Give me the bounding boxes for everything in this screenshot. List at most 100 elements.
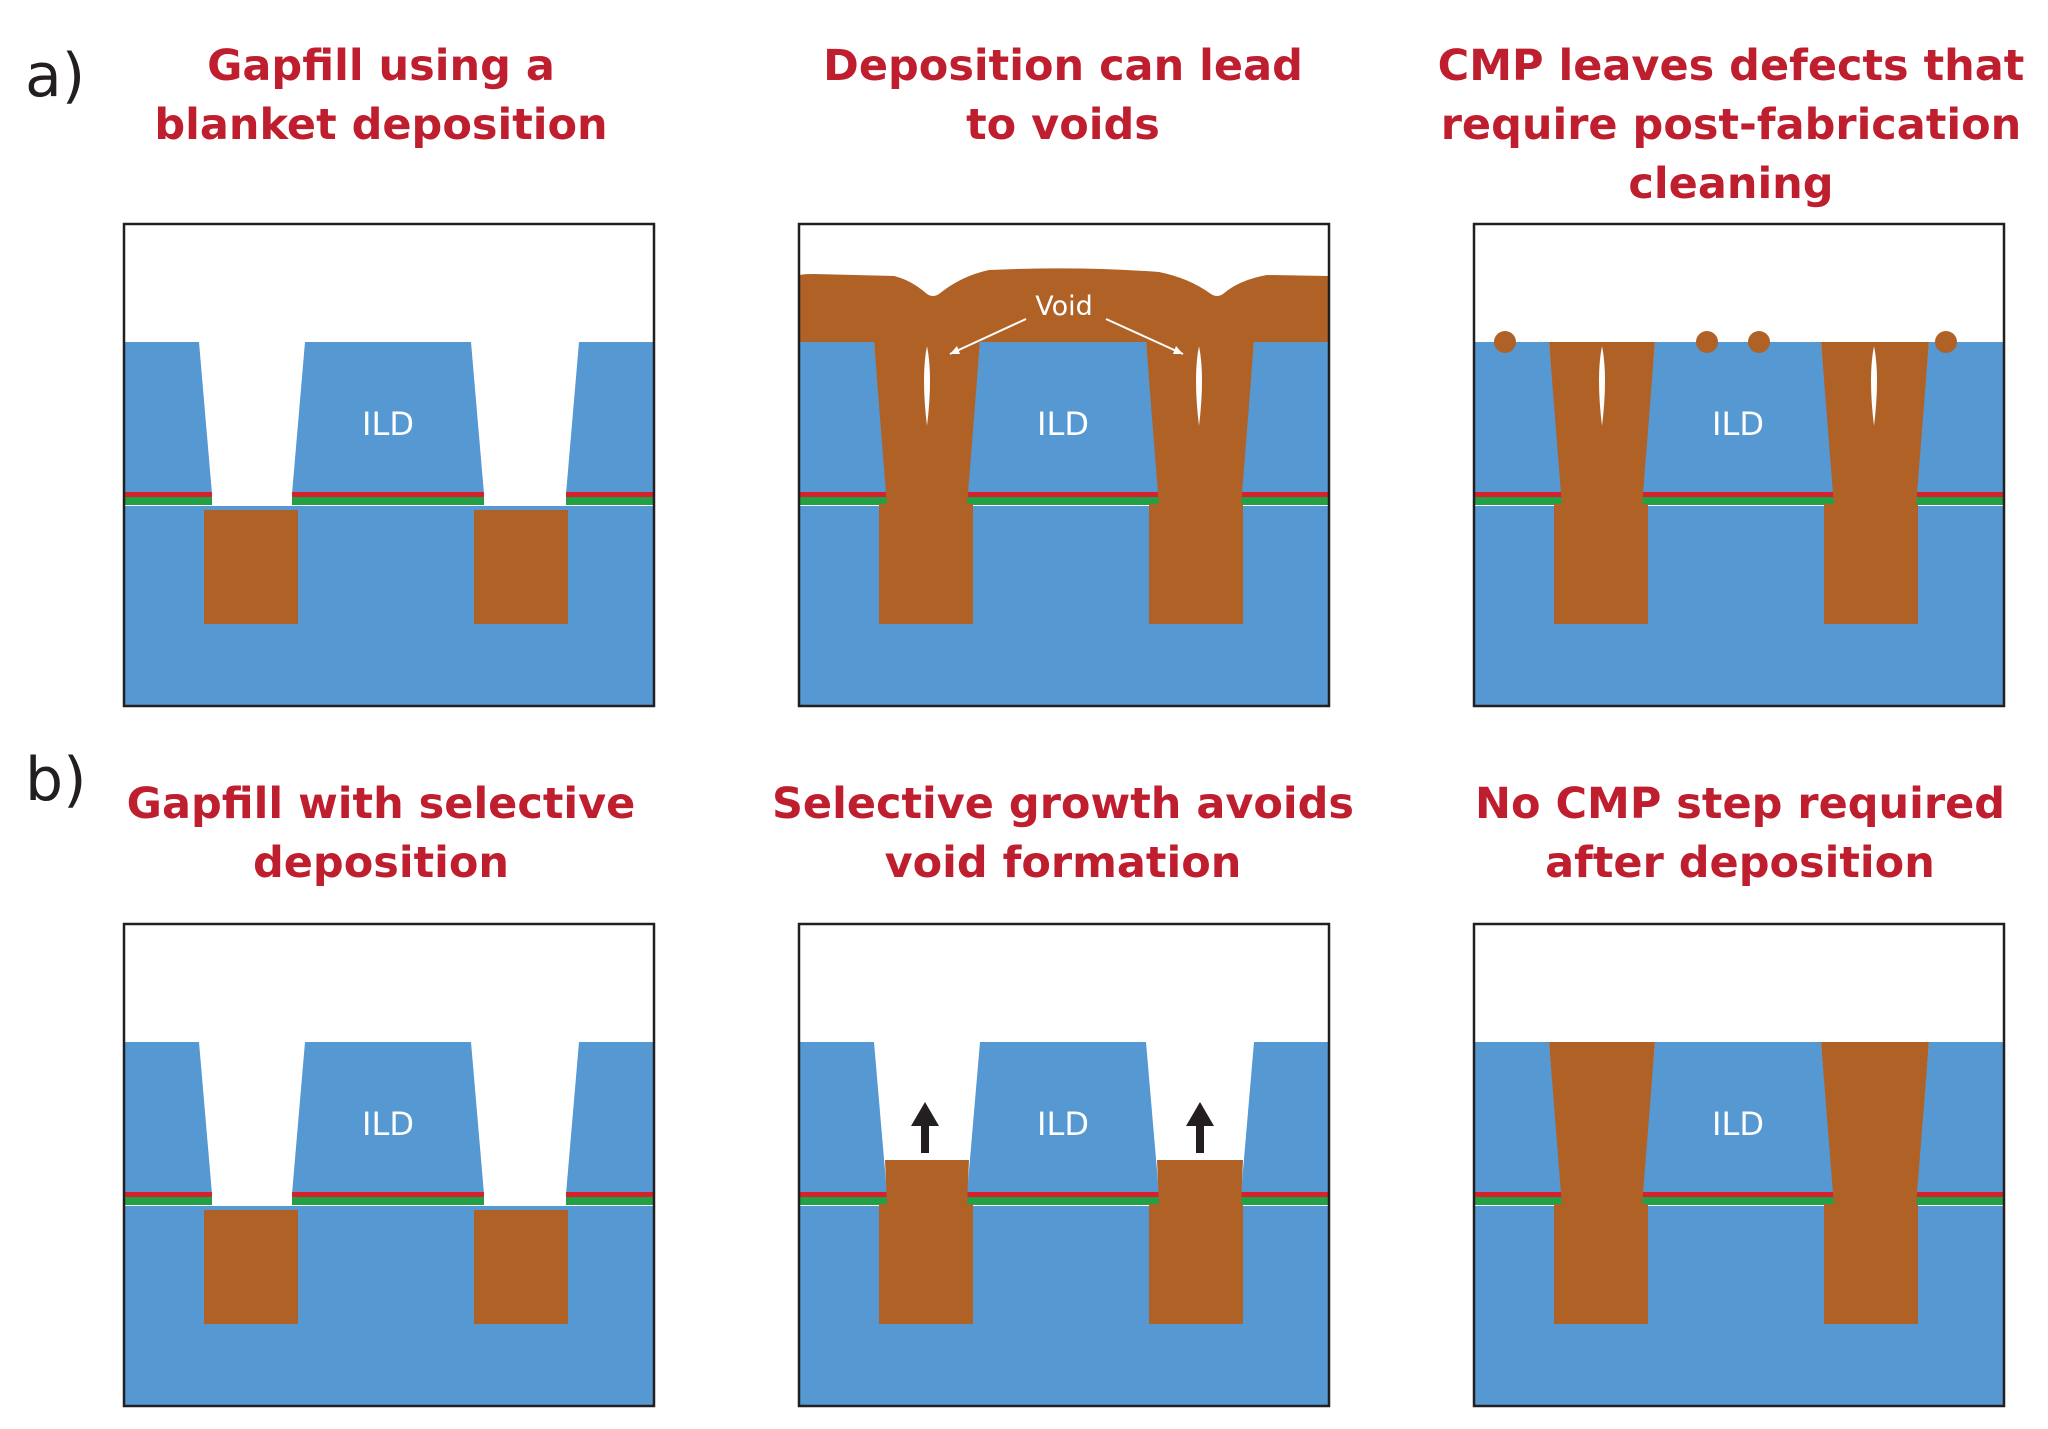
lower-ild-layer <box>124 506 654 706</box>
svg-text:Selective growth avoids: Selective growth avoids <box>772 779 1354 829</box>
metal-line <box>1149 504 1243 624</box>
panel-b3: ILD <box>1472 922 2006 1408</box>
red-barrier-layer <box>1916 492 2004 497</box>
red-barrier-layer <box>566 1192 654 1197</box>
ild-block <box>124 1042 212 1194</box>
ild-label: ILD <box>1037 405 1089 443</box>
green-barrier-layer <box>1916 1197 2004 1205</box>
green-barrier-layer <box>1241 497 1329 505</box>
up-arrow-icon <box>1186 1102 1214 1153</box>
svg-text:to voids: to voids <box>966 100 1160 150</box>
lower-ild-layer <box>799 1206 1329 1406</box>
ild-label: ILD <box>1712 405 1764 443</box>
ild-block <box>1642 1042 1834 1194</box>
panel-a1: ILD <box>122 222 656 708</box>
ild-block <box>799 1042 887 1194</box>
ild-block <box>1916 342 2004 494</box>
ild-block <box>1916 1042 2004 1194</box>
red-barrier-layer <box>1474 1192 1562 1197</box>
green-barrier-layer <box>124 497 212 505</box>
via-fill <box>1549 1042 1655 1206</box>
panel-frame <box>122 922 656 1408</box>
ild-block <box>967 1042 1159 1194</box>
metal-line <box>474 1210 568 1324</box>
svg-text:require post-fabrication: require post-fabrication <box>1441 100 2022 150</box>
red-barrier-layer <box>1474 492 1562 497</box>
ild-block <box>1241 1042 1329 1194</box>
green-barrier-layer <box>566 497 654 505</box>
svg-text:void formation: void formation <box>885 838 1242 888</box>
panel-title-a1: Gapfill using a blanket deposition <box>154 41 607 150</box>
void-arrow <box>949 318 1027 355</box>
metal-line <box>204 510 298 624</box>
red-barrier-layer <box>1241 492 1329 497</box>
panel-title-b2: Selective growth avoids void formation <box>772 779 1354 888</box>
green-barrier-layer <box>1642 497 1834 505</box>
red-barrier-layer <box>124 492 212 497</box>
void-arrow <box>1105 318 1184 355</box>
void <box>1871 346 1877 426</box>
metal-line <box>879 504 973 624</box>
panel-title-a3: CMP leaves defects that require post-fab… <box>1438 41 2025 209</box>
partial-via-fill <box>885 1160 969 1206</box>
panel-frame <box>122 222 656 708</box>
ild-block <box>292 342 484 494</box>
metal-line <box>1149 1204 1243 1324</box>
void <box>1196 346 1202 426</box>
red-barrier-layer <box>799 492 887 497</box>
svg-text:deposition: deposition <box>253 838 509 888</box>
red-barrier-layer <box>799 1192 887 1197</box>
ild-label: ILD <box>1712 1105 1764 1143</box>
green-barrier-layer <box>566 1197 654 1205</box>
svg-text:Gapfill using a: Gapfill using a <box>207 41 555 91</box>
panel-frame <box>797 222 1331 708</box>
green-barrier-layer <box>292 497 484 505</box>
svg-text:after deposition: after deposition <box>1545 838 1935 888</box>
red-barrier-layer <box>124 1192 212 1197</box>
red-barrier-layer <box>1642 492 1834 497</box>
panel-b2: ILD <box>797 922 1331 1408</box>
svg-text:Gapfill with selective: Gapfill with selective <box>127 779 636 829</box>
cmp-defect-particle <box>1494 331 1516 353</box>
cmp-defect-particle <box>1696 331 1718 353</box>
up-arrow-icon <box>911 1102 939 1153</box>
ild-block <box>967 342 1159 494</box>
void <box>924 346 930 426</box>
void-arrow-head <box>1173 346 1183 354</box>
ild-label: ILD <box>362 405 414 443</box>
partial-via-fill <box>1157 1160 1243 1206</box>
svg-text:cleaning: cleaning <box>1628 159 1833 209</box>
panel-frame <box>1472 922 2006 1408</box>
ild-block <box>1474 342 1562 494</box>
red-barrier-layer <box>566 492 654 497</box>
lower-ild-layer <box>1474 1206 2004 1406</box>
row-label-a: a) <box>25 41 85 111</box>
via-fill <box>1821 1042 1929 1206</box>
void-label: Void <box>1035 291 1093 322</box>
via-fill <box>1146 342 1254 506</box>
ild-block <box>1474 1042 1562 1194</box>
row-label-b: b) <box>25 745 87 815</box>
metal-line <box>1554 1204 1648 1324</box>
red-barrier-layer <box>1916 1192 2004 1197</box>
green-barrier-layer <box>967 1197 1159 1205</box>
green-barrier-layer <box>1241 1197 1329 1205</box>
metal-line <box>1554 504 1648 624</box>
metal-line <box>204 1210 298 1324</box>
green-barrier-layer <box>799 1197 887 1205</box>
green-barrier-layer <box>124 1197 212 1205</box>
void <box>1599 346 1605 426</box>
ild-block <box>124 342 212 494</box>
svg-text:blanket deposition: blanket deposition <box>154 100 607 150</box>
cmp-defect-particle <box>1935 331 1957 353</box>
overburden-layer <box>799 268 1329 342</box>
svg-text:No CMP step required: No CMP step required <box>1475 779 2005 829</box>
red-barrier-layer <box>1642 1192 1834 1197</box>
metal-line <box>879 1204 973 1324</box>
ild-block <box>566 1042 654 1194</box>
void-arrow-head <box>950 346 960 354</box>
via-fill <box>1821 342 1929 506</box>
lower-ild-layer <box>799 506 1329 706</box>
red-barrier-layer <box>292 1192 484 1197</box>
